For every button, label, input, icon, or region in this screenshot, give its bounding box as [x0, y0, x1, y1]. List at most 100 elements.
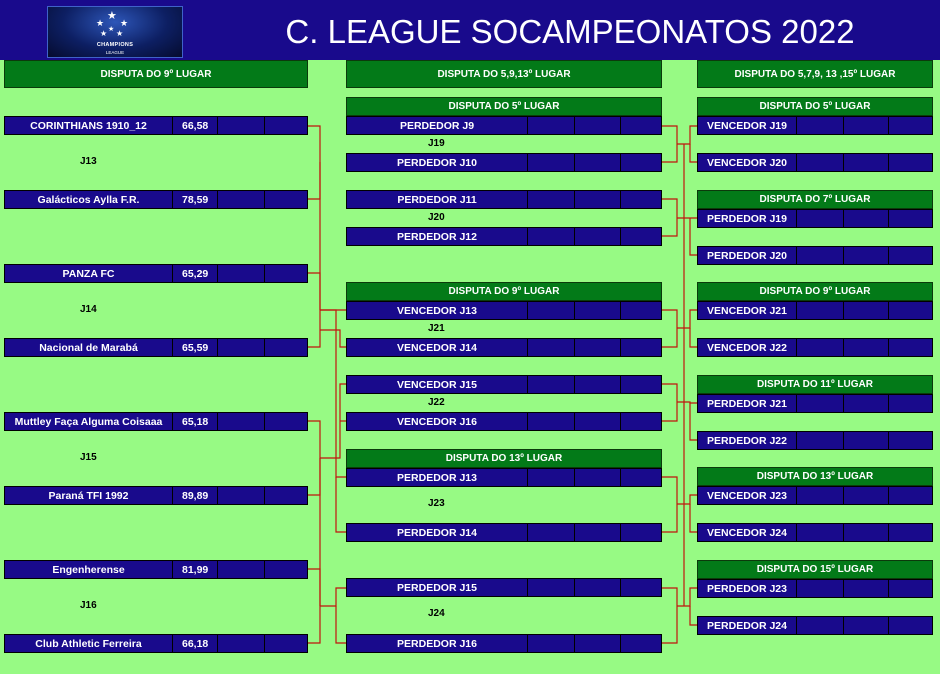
team-row[interactable]: PERDEDOR J20 — [697, 246, 933, 265]
empty-cell — [843, 395, 888, 412]
empty-cell — [796, 432, 843, 449]
logo-text: CHAMPIONS — [96, 42, 134, 48]
team-name: Club Athletic Ferreira — [35, 637, 142, 650]
empty-cell — [620, 228, 664, 245]
bracket-connector — [677, 587, 697, 607]
team-row[interactable]: PERDEDOR J14 — [346, 523, 662, 542]
team-score: 81,99 — [172, 561, 217, 578]
match-label: J13 — [80, 156, 97, 167]
team-row[interactable]: CORINTHIANS 1910_12 66,58 — [4, 116, 308, 135]
bracket-connector — [308, 568, 321, 644]
column-header-5-9-13-place: DISPUTA DO 5,9,13º LUGAR — [346, 60, 662, 88]
team-row[interactable]: Nacional de Marabá 65,59 — [4, 338, 308, 357]
empty-cell — [888, 487, 933, 504]
empty-cell — [843, 247, 888, 264]
team-row[interactable]: VENCEDOR J16 — [346, 412, 662, 431]
team-row[interactable]: VENCEDOR J24 — [697, 523, 933, 542]
team-row[interactable]: PERDEDOR J11 — [346, 190, 662, 209]
match-label: J24 — [428, 608, 445, 619]
star-icon: ★ — [100, 29, 108, 38]
group-header: DISPUTA DO 5º LUGAR — [346, 97, 662, 116]
empty-cell — [574, 635, 620, 652]
empty-cell — [574, 154, 620, 171]
team-score: 65,59 — [172, 339, 217, 356]
team-row[interactable]: VENCEDOR J15 — [346, 375, 662, 394]
bracket-connector — [689, 328, 697, 348]
match-label: J21 — [428, 323, 445, 334]
team-row[interactable]: VENCEDOR J21 — [697, 301, 933, 320]
empty-cell — [843, 580, 888, 597]
empty-cell — [574, 524, 620, 541]
empty-cell — [527, 413, 574, 430]
bracket-connector — [320, 329, 346, 348]
team-row[interactable]: PANZA FC 65,29 — [4, 264, 308, 283]
empty-cell — [574, 469, 620, 486]
empty-cell — [620, 154, 664, 171]
team-row[interactable]: PERDEDOR J13 — [346, 468, 662, 487]
team-name: Galácticos Aylla F.R. — [37, 193, 140, 206]
empty-cell — [620, 117, 664, 134]
match-label: J15 — [80, 452, 97, 463]
empty-cell — [888, 524, 933, 541]
team-name: Nacional de Marabá — [39, 341, 138, 354]
team-row[interactable]: Muttley Faça Alguma Coisaaa 65,18 — [4, 412, 308, 431]
empty-cell — [888, 210, 933, 227]
empty-cell — [796, 617, 843, 634]
team-row[interactable]: PERDEDOR J24 — [697, 616, 933, 635]
team-name: PERDEDOR J24 — [707, 619, 787, 632]
team-name: VENCEDOR J16 — [397, 415, 477, 428]
team-row[interactable]: VENCEDOR J23 — [697, 486, 933, 505]
column-header-9th-place: DISPUTA DO 9º LUGAR — [4, 60, 308, 88]
group-header: DISPUTA DO 9º LUGAR — [346, 282, 662, 301]
team-row[interactable]: PERDEDOR J16 — [346, 634, 662, 653]
team-row[interactable]: Galácticos Aylla F.R. 78,59 — [4, 190, 308, 209]
bracket-connector — [689, 218, 697, 256]
team-row[interactable]: PERDEDOR J19 — [697, 209, 933, 228]
star-icon: ★ — [96, 18, 105, 28]
group-header: DISPUTA DO 13º LUGAR — [697, 467, 933, 486]
empty-cell — [264, 413, 309, 430]
group-header: DISPUTA DO 15º LUGAR — [697, 560, 933, 579]
team-name: PERDEDOR J15 — [397, 581, 477, 594]
empty-cell — [796, 117, 843, 134]
team-row[interactable]: Paraná TFI 1992 89,89 — [4, 486, 308, 505]
team-row[interactable]: Engenherense 81,99 — [4, 560, 308, 579]
empty-cell — [620, 524, 664, 541]
bracket-connector — [662, 383, 678, 422]
bracket-connector — [689, 144, 697, 163]
team-row[interactable]: VENCEDOR J20 — [697, 153, 933, 172]
empty-cell — [527, 376, 574, 393]
group-header: DISPUTA DO 13º LUGAR — [346, 449, 662, 468]
team-name: VENCEDOR J24 — [707, 526, 787, 539]
empty-cell — [796, 524, 843, 541]
team-name: VENCEDOR J20 — [707, 156, 787, 169]
group-header: DISPUTA DO 11º LUGAR — [697, 375, 933, 394]
team-name: VENCEDOR J19 — [707, 119, 787, 132]
group-header: DISPUTA DO 5º LUGAR — [697, 97, 933, 116]
team-name: PERDEDOR J23 — [707, 582, 787, 595]
team-row[interactable]: Club Athletic Ferreira 66,18 — [4, 634, 308, 653]
team-row[interactable]: PERDEDOR J23 — [697, 579, 933, 598]
team-row[interactable]: PERDEDOR J22 — [697, 431, 933, 450]
empty-cell — [527, 117, 574, 134]
match-label: J20 — [428, 212, 445, 223]
team-row[interactable]: PERDEDOR J21 — [697, 394, 933, 413]
team-row[interactable]: PERDEDOR J15 — [346, 578, 662, 597]
empty-cell — [888, 580, 933, 597]
bracket-connector — [662, 309, 678, 348]
team-row[interactable]: PERDEDOR J12 — [346, 227, 662, 246]
team-row[interactable]: VENCEDOR J22 — [697, 338, 933, 357]
team-row[interactable]: PERDEDOR J9 — [346, 116, 662, 135]
column-header-5-7-9-13-15-place: DISPUTA DO 5,7,9, 13 ,15º LUGAR — [697, 60, 933, 88]
team-row[interactable]: VENCEDOR J13 — [346, 301, 662, 320]
empty-cell — [574, 117, 620, 134]
empty-cell — [843, 617, 888, 634]
team-row[interactable]: VENCEDOR J14 — [346, 338, 662, 357]
empty-cell — [574, 228, 620, 245]
team-row[interactable]: VENCEDOR J19 — [697, 116, 933, 135]
team-row[interactable]: PERDEDOR J10 — [346, 153, 662, 172]
bracket-connector — [662, 198, 678, 237]
empty-cell — [217, 487, 264, 504]
empty-cell — [620, 339, 664, 356]
team-name: VENCEDOR J13 — [397, 304, 477, 317]
